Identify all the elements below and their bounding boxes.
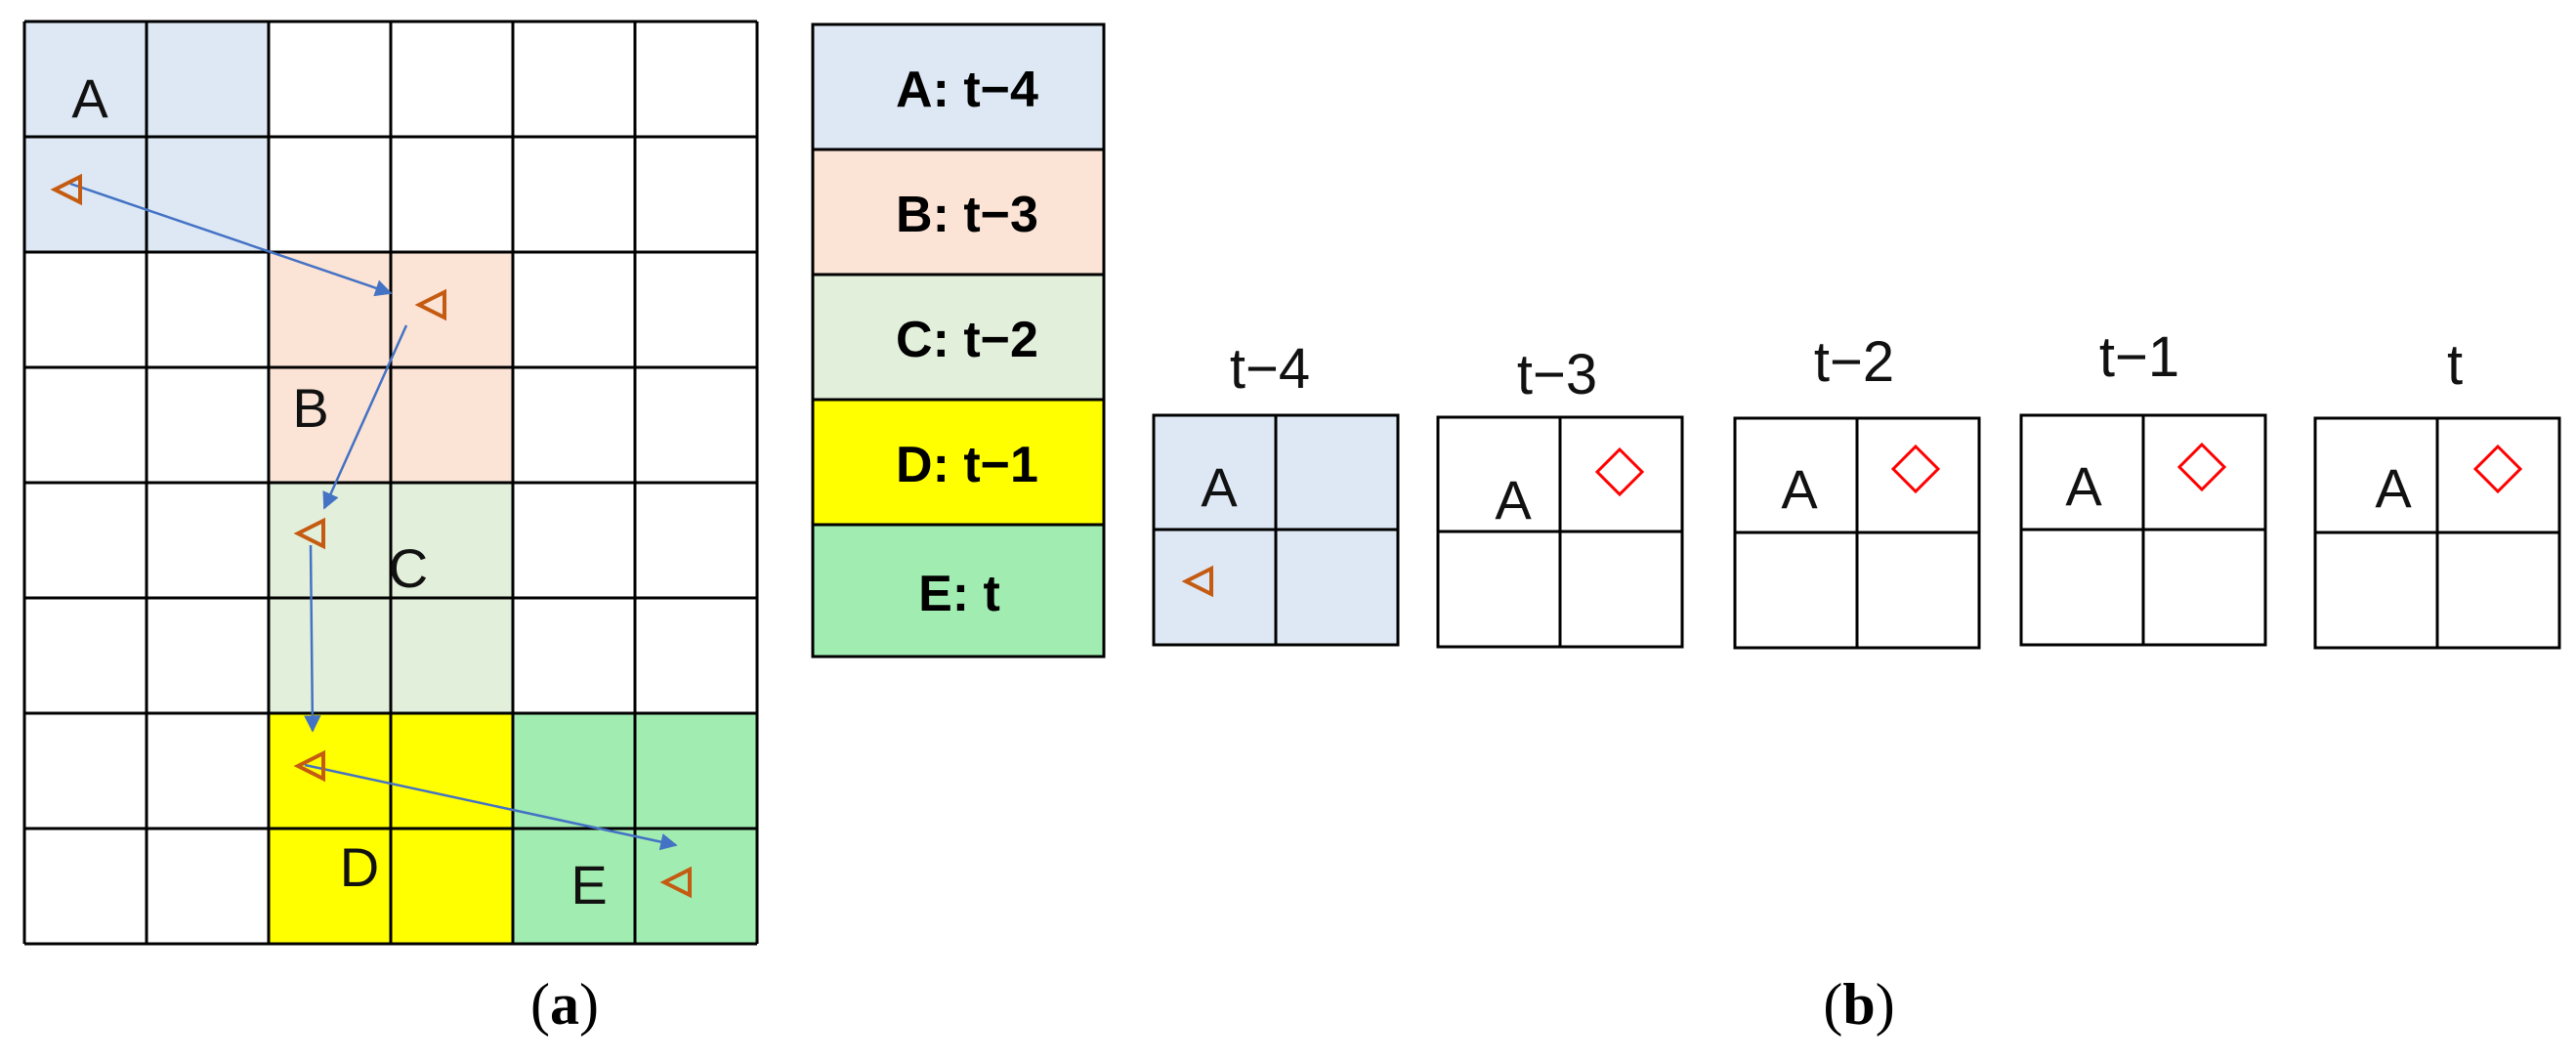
caption-b: (b) [1823,972,1894,1037]
legend: A: t−4 B: t−3 C: t−2 D: t−1 E: t [811,22,1106,659]
arrow-d-to-e [304,763,678,851]
triangle-marker-icon [1181,565,1213,598]
time-step-t-minus-3: t−3 A [1436,343,1684,649]
step-title: t−2 [1814,330,1894,394]
legend-swatch-d [811,398,1106,527]
legend-label-a: A: t−4 [896,62,1038,118]
step-title: t−3 [1517,343,1597,406]
diamond-marker-icon [1890,444,1941,494]
trajectory-arrows [69,182,678,851]
region-label-c: C [389,537,428,599]
triangle-marker-icon [293,749,325,783]
legend-label-e: E: t [918,566,1000,622]
step-title: t−4 [1230,337,1310,401]
time-step-t-minus-4: t−4 A [1152,337,1400,647]
step-title: t−1 [2099,325,2179,389]
region-label-e: E [570,854,607,915]
triangle-marker-icon [50,173,82,206]
time-step-t-minus-1: t−1 A [2019,325,2267,647]
region-labels: A B C D E [71,67,607,915]
step-cell-label: A [1781,458,1818,520]
caption-a: (a) [530,972,599,1037]
triangle-marker-icon [414,288,446,321]
time-step-t: t A [2313,333,2561,650]
panel-a-grid [22,20,759,946]
diamond-marker-icon [2472,444,2523,494]
legend-swatch-e [811,523,1106,659]
diamond-marker-icon [1594,446,1645,497]
legend-swatch-b [811,148,1106,276]
step-cell-label: A [2065,455,2102,517]
step-cell-label: A [2375,457,2412,519]
panel-a: A B C D E (a) [22,20,759,1037]
step-cell-label: A [1495,469,1532,531]
arrow-c-to-d [304,544,321,733]
diamond-marker-icon [2176,442,2227,492]
legend-label-d: D: t−1 [896,437,1038,493]
trajectory-markers [50,173,692,899]
region-label-d: D [340,836,379,898]
region-label-a: A [71,67,108,129]
legend-swatch-c [811,273,1106,402]
step-title: t [2447,333,2463,397]
legend-swatch-a [811,22,1106,151]
triangle-marker-icon [293,517,325,550]
arrow-a-to-b [69,182,393,297]
arrow-b-to-c [322,324,408,510]
panel-b: t−4 A t−3 A t−2 A t−1 [1152,325,2561,1037]
legend-label-b: B: t−3 [896,187,1038,243]
time-step-t-minus-2: t−2 A [1733,330,1981,650]
region-label-b: B [292,377,328,439]
triangle-marker-icon [659,866,692,899]
step-cell-label: A [1201,456,1238,518]
legend-label-c: C: t−2 [896,312,1038,368]
